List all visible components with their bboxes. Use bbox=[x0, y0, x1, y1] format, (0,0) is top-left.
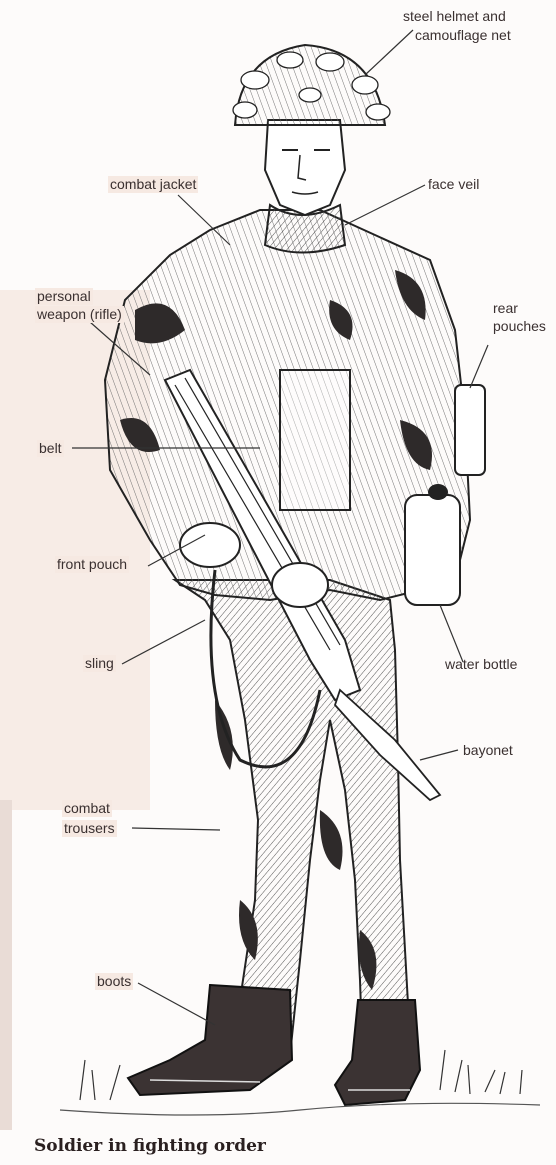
label-boots: boots bbox=[95, 973, 133, 990]
label-helmet-line2: camouflage net bbox=[415, 27, 511, 44]
label-front-pouch: front pouch bbox=[55, 556, 129, 573]
label-weapon-line1: personal bbox=[35, 288, 93, 305]
helmet-drawing bbox=[233, 45, 390, 125]
label-rear-line2: pouches bbox=[493, 318, 546, 335]
label-water-bottle: water bottle bbox=[445, 656, 517, 673]
label-combat-jacket: combat jacket bbox=[108, 176, 198, 193]
label-helmet-line1: steel helmet and bbox=[403, 8, 506, 25]
label-sling: sling bbox=[83, 655, 116, 672]
label-bayonet: bayonet bbox=[463, 742, 513, 759]
combat-jacket-drawing bbox=[105, 210, 485, 605]
label-trousers-line1: combat bbox=[62, 800, 112, 817]
label-weapon-line2: weapon (rifle) bbox=[35, 306, 124, 323]
label-belt: belt bbox=[37, 440, 64, 457]
label-face-veil: face veil bbox=[428, 176, 479, 193]
head-drawing bbox=[265, 120, 345, 215]
boots-drawing bbox=[128, 985, 420, 1105]
background-edge bbox=[0, 800, 12, 1130]
label-rear-line1: rear bbox=[493, 300, 518, 317]
label-trousers-line2: trousers bbox=[62, 820, 117, 837]
figure-caption: Soldier in fighting order bbox=[34, 1136, 266, 1156]
